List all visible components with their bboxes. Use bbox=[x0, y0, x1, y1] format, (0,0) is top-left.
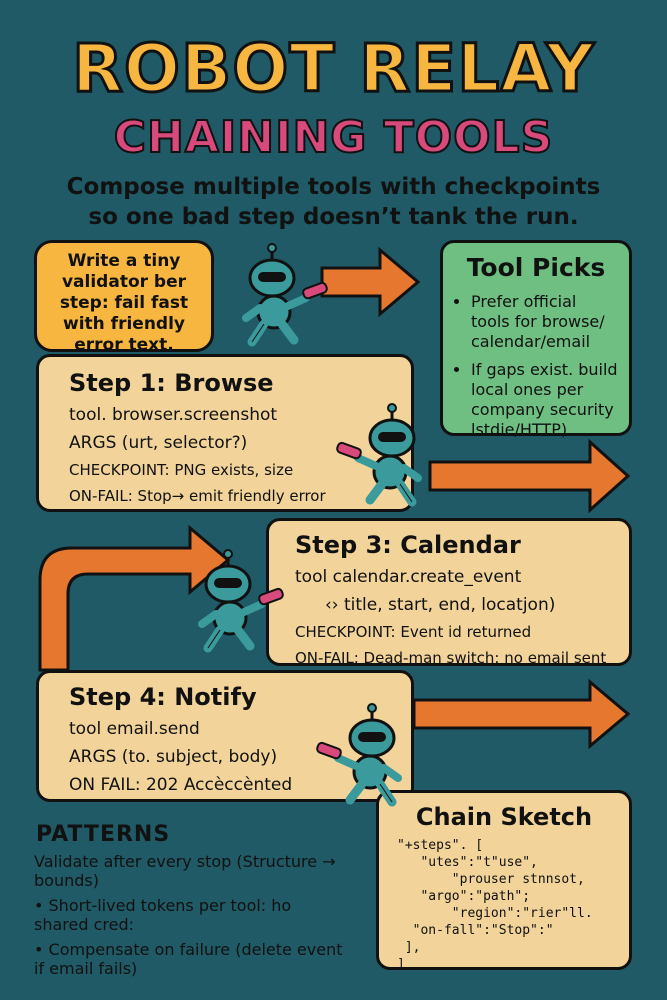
chain-sketch-code: "+steps". [ "utes":"t"use", "prouser stn… bbox=[397, 838, 593, 972]
step4-card: Step 4: Notify tool email.send ARGS (to.… bbox=[36, 670, 414, 802]
step3-onfail: ON-FAIL: Dead-man switch: no email sent bbox=[295, 649, 607, 667]
arrow-step1 bbox=[428, 438, 631, 514]
robot-icon bbox=[202, 550, 284, 648]
step3-tool: tool calendar.create_event bbox=[295, 567, 522, 587]
step4-tool: tool email.send bbox=[69, 719, 200, 739]
robot-icon bbox=[246, 244, 328, 342]
step1-args: ARGS (urt, selector?) bbox=[69, 433, 248, 453]
step1-title: Step 1: Browse bbox=[69, 369, 274, 397]
step3-title: Step 3: Calendar bbox=[295, 531, 521, 559]
pattern-item: • Short-lived tokens per tool: ho shared… bbox=[34, 896, 292, 934]
pattern-item: • Compensate on failure (delete event if… bbox=[34, 940, 343, 978]
step1-onfail: ON-FAIL: Stop→ emit friendly error bbox=[69, 487, 326, 505]
bubble-line: error text. bbox=[74, 335, 174, 355]
step4-args: ARGS (to. subject, body) bbox=[69, 747, 278, 767]
robot-icon bbox=[316, 704, 398, 802]
step3-card: Step 3: Calendar tool calendar.create_ev… bbox=[266, 518, 632, 667]
patterns-title: PATTERNS bbox=[36, 822, 171, 847]
step4-onfail: ON FAIL: 202 Accèccènted bbox=[69, 775, 293, 795]
chain-sketch-title: Chain Sketch bbox=[415, 803, 593, 831]
arrow-step4 bbox=[412, 678, 631, 750]
chain-sketch-card: Chain Sketch "+steps". [ "utes":"t"use",… bbox=[376, 790, 632, 972]
tagline: Compose multiple tools with checkpoints … bbox=[20, 172, 647, 232]
bubble-line: step: fail fast bbox=[59, 293, 189, 313]
step3-args: ‹› title, start, end, locatjon) bbox=[325, 595, 556, 615]
tagline-line-2: so one bad step doesn’t tank the run. bbox=[88, 204, 579, 230]
patterns-list: Validate after every stop (Structure → b… bbox=[34, 852, 344, 984]
pattern-item: Validate after every stop (Structure → b… bbox=[34, 852, 336, 890]
bubble-line: Write a tiny bbox=[67, 251, 181, 271]
tool-picks-item: Prefer official tools for browse/ calend… bbox=[471, 292, 619, 352]
tagline-line-1: Compose multiple tools with checkpoints bbox=[66, 174, 601, 200]
tool-picks-card: Tool Picks Prefer official tools for bro… bbox=[440, 240, 632, 439]
tool-picks-item: If gaps exist. build local ones per comp… bbox=[471, 360, 619, 440]
step3-checkpoint: CHECKPOINT: Event id returned bbox=[295, 623, 532, 641]
poster-title: ROBOT RELAY bbox=[71, 29, 596, 109]
bubble-line: validator ber bbox=[61, 272, 187, 292]
step1-checkpoint: CHECKPOINT: PNG exists, size bbox=[69, 461, 294, 479]
poster-subtitle: CHAINING TOOLS bbox=[113, 111, 554, 164]
tool-picks-title: Tool Picks bbox=[466, 253, 606, 282]
step4-title: Step 4: Notify bbox=[69, 683, 257, 711]
robot-icon bbox=[336, 404, 418, 502]
arrow-top bbox=[320, 246, 421, 318]
step1-tool: tool. browser.screenshot bbox=[69, 405, 278, 425]
bubble-line: with friendly bbox=[63, 314, 185, 334]
step1-card: Step 1: Browse tool. browser.screenshot … bbox=[36, 354, 414, 512]
speech-bubble: Write a tiny validator ber step: fail fa… bbox=[34, 240, 214, 355]
